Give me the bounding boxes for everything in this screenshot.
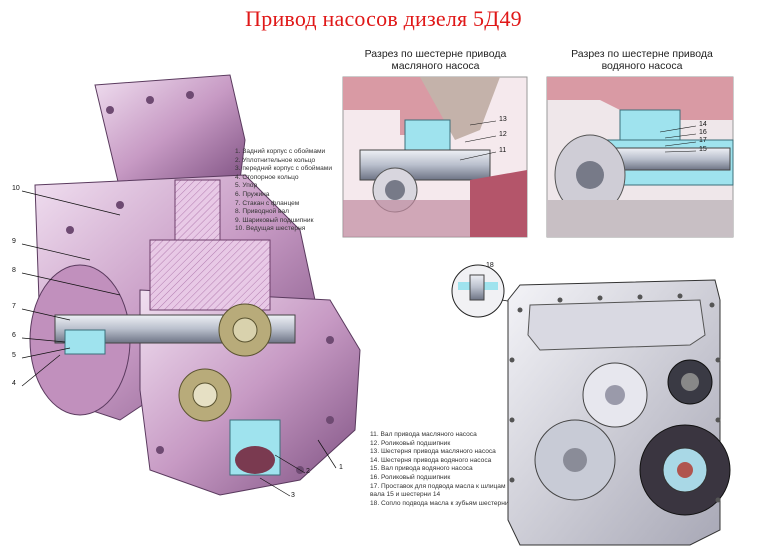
page-title: Привод насосов дизеля 5Д49 bbox=[245, 6, 522, 31]
oil-section-caption: Разрез по шестерне привода масляного нас… bbox=[348, 48, 523, 72]
legend-item: 12. Роликовый подшипник bbox=[370, 439, 451, 447]
callout-10: 10 bbox=[12, 185, 20, 192]
callout-7: 7 bbox=[12, 303, 16, 310]
legend-parts-1-10: 1. Задний корпус с обоймами 2. Уплотните… bbox=[235, 148, 332, 234]
legend-item: 16. Роликовый подшипник bbox=[370, 473, 451, 481]
callout-4: 4 bbox=[12, 380, 16, 387]
oil-caption-line-2: масляного насоса bbox=[391, 60, 480, 72]
callout-6: 6 bbox=[12, 332, 16, 339]
callout-1: 1 bbox=[339, 464, 343, 471]
legend-item: 17. Проставок для подвода масла к шлицам bbox=[370, 482, 506, 490]
legend-item: 4. Стопорное кольцо bbox=[235, 173, 299, 181]
legend-item: 5. Упор bbox=[235, 182, 258, 190]
water-section-caption: Разрез по шестерне привода водяного насо… bbox=[552, 48, 732, 72]
callout-17: 17 bbox=[699, 137, 707, 144]
legend-item: 8. Приводной вал bbox=[235, 208, 289, 216]
front-view-housing bbox=[507, 279, 731, 546]
callout-12: 12 bbox=[499, 131, 507, 138]
callout-5: 5 bbox=[12, 352, 16, 359]
water-pump-section-view bbox=[546, 76, 734, 238]
legend-item: 9. Шариковый подшипник bbox=[235, 216, 314, 224]
legend-item: 1. Задний корпус с обоймами bbox=[235, 148, 326, 155]
legend-item: 3. передний корпус с обоймами bbox=[235, 165, 333, 173]
pump-drive-cutaway bbox=[29, 74, 361, 496]
legend-item: 10. Ведущая шестерня bbox=[235, 225, 306, 233]
legend-item: 2. Уплотнительное кольцо bbox=[235, 156, 316, 164]
oil-pump-section-view bbox=[342, 76, 528, 238]
legend-item: 14. Шестерня привода водяного насоса bbox=[370, 456, 492, 464]
water-caption-line-2: водяного насоса bbox=[601, 60, 683, 72]
oil-caption-line-1: Разрез по шестерне привода bbox=[364, 48, 507, 60]
legend-item: 18. Сопло подвода масла к зубьям шестерн… bbox=[370, 499, 509, 507]
legend-item: 7. Стакан с фланцем bbox=[235, 199, 300, 207]
callout-9: 9 bbox=[12, 238, 16, 245]
legend-item: вала 15 и шестерни 14 bbox=[370, 491, 441, 499]
legend-item: 6. Пружина bbox=[235, 190, 270, 198]
callout-8: 8 bbox=[12, 267, 16, 274]
callout-16: 16 bbox=[699, 129, 707, 136]
callout-15: 15 bbox=[699, 146, 707, 153]
callout-2: 2 bbox=[306, 468, 310, 475]
water-caption-line-1: Разрез по шестерне привода bbox=[571, 48, 713, 60]
callout-14: 14 bbox=[699, 121, 707, 128]
leader-lines-left bbox=[21, 190, 337, 497]
callout-13: 13 bbox=[499, 116, 507, 123]
legend-parts-11-18: 11. Вал привода масляного насоса 12. Рол… bbox=[370, 431, 509, 508]
legend-item: 13. Шестерня привода масляного насоса bbox=[370, 448, 496, 456]
legend-item: 15. Вал привода водяного насоса bbox=[370, 465, 473, 473]
callout-3: 3 bbox=[291, 492, 295, 499]
callout-11: 11 bbox=[499, 147, 507, 154]
callout-18: 18 bbox=[486, 262, 494, 269]
legend-item: 11. Вал привода масляного насоса bbox=[370, 431, 477, 438]
